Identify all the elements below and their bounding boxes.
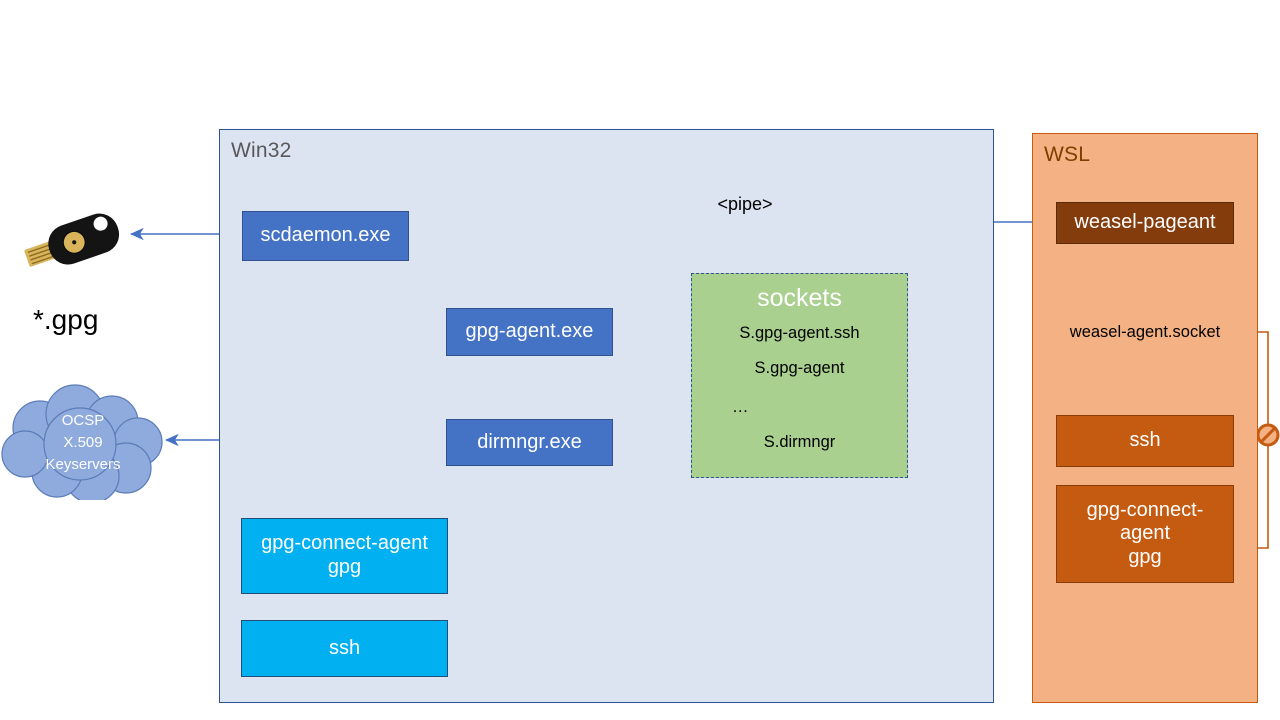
node-ssh-wsl[interactable]: ssh [1056,415,1234,467]
sockets-group: sockets S.gpg-agent.ssh S.gpg-agent … S.… [691,273,908,478]
node-gpg-connect-agent-wsl[interactable]: gpg-connect- agent gpg [1056,485,1234,583]
container-win32-label: Win32 [231,139,292,162]
keyserver-cloud: OCSP X.509 Keyservers [0,384,166,504]
socket-entry-sgpgagent[interactable]: S.gpg-agent [754,359,845,377]
node-dirmngr[interactable]: dirmngr.exe [446,419,613,466]
no-entry-icon [1256,423,1280,447]
node-gpg-connect-agent-line2: gpg [327,556,362,578]
node-gpg-connect-agent-wsl-line2: agent [1119,522,1171,545]
yubikey-icon [12,196,132,288]
node-gpg-connect-agent-wsl-line1: gpg-connect- [1086,498,1204,521]
container-wsl-label: WSL [1044,143,1091,166]
node-weasel-agent-socket: weasel-agent.socket [1069,323,1221,341]
node-weasel-pageant[interactable]: weasel-pageant [1056,202,1234,244]
socket-entry-sdirmngr[interactable]: S.dirmngr [763,433,836,451]
keyserver-cloud-line2: X.509 [63,433,103,451]
socket-entry-sgpgagentssh[interactable]: S.gpg-agent.ssh [739,324,860,342]
pipe-label: <pipe> [717,194,773,214]
keyserver-cloud-line1: OCSP [61,412,105,429]
node-gpg-connect-agent[interactable]: gpg-connect-agent gpg [241,518,448,594]
gpg-files-label: *.gpg [33,304,99,335]
keyserver-cloud-line3: Keyservers [45,455,121,473]
node-scdaemon[interactable]: scdaemon.exe [242,211,409,261]
node-ssh-win32[interactable]: ssh [241,620,448,677]
sockets-title: sockets [757,284,842,312]
node-gpg-connect-agent-wsl-line3: gpg [1128,545,1162,568]
socket-entry-ellipsis: … [732,398,749,416]
node-gpg-connect-agent-line1: gpg-connect-agent [261,532,428,555]
node-gpg-agent[interactable]: gpg-agent.exe [446,308,613,356]
